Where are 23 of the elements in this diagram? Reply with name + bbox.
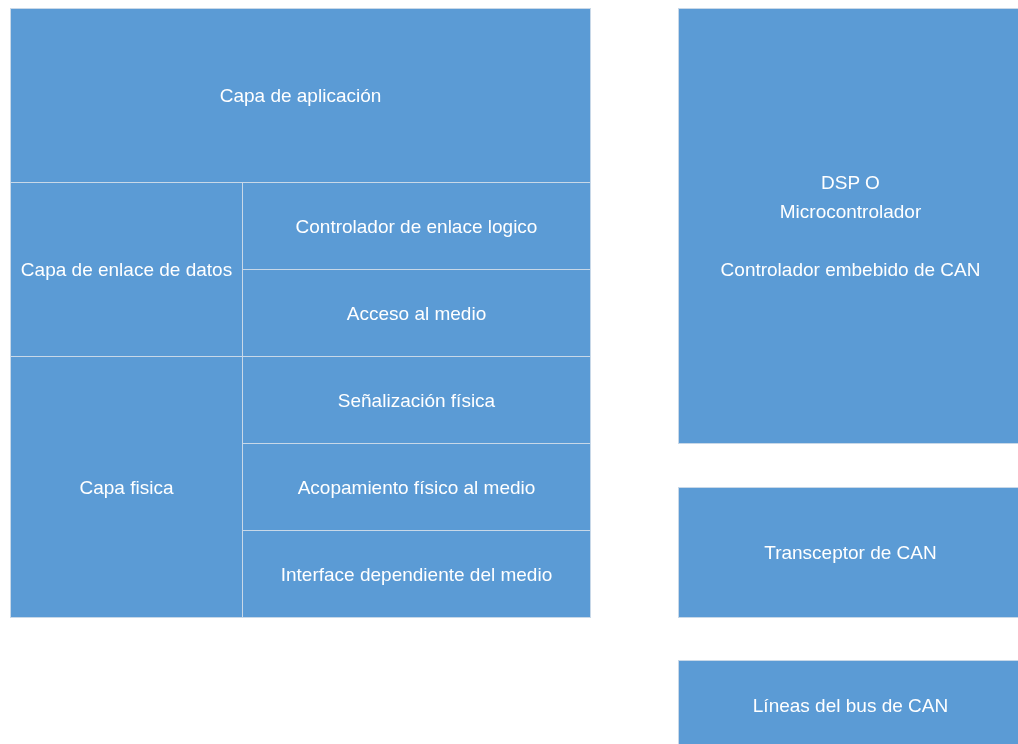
label-text: Señalización física	[336, 388, 497, 413]
sublayer-box	[242, 530, 591, 618]
sublayer-box	[242, 356, 591, 444]
label-text: Capa fisica	[78, 475, 175, 500]
label-text: Capa de enlace de datos	[19, 258, 234, 282]
layer-box	[10, 8, 591, 183]
sublayer-box	[242, 182, 591, 270]
bus-lines-box	[678, 660, 1018, 744]
layer-box	[10, 356, 243, 618]
label-text: Acceso al medio	[345, 301, 488, 326]
label-text: DSP O Microcontrolador	[778, 171, 923, 224]
label-text: Interface dependiente del medio	[279, 562, 554, 587]
label-text: Líneas del bus de CAN	[751, 693, 950, 718]
sublayer-box	[242, 269, 591, 357]
label-text: Controlador embebido de CAN	[719, 258, 982, 282]
label-text: Capa de aplicación	[218, 84, 383, 108]
label-text: Controlador de enlace logico	[294, 214, 539, 239]
label-text: Acopamiento físico al medio	[296, 475, 537, 500]
transceiver-box	[678, 487, 1018, 618]
label-text: Transceptor de CAN	[763, 541, 938, 565]
sublayer-box	[242, 443, 591, 531]
controller-box	[678, 8, 1018, 444]
layer-box	[10, 182, 243, 357]
